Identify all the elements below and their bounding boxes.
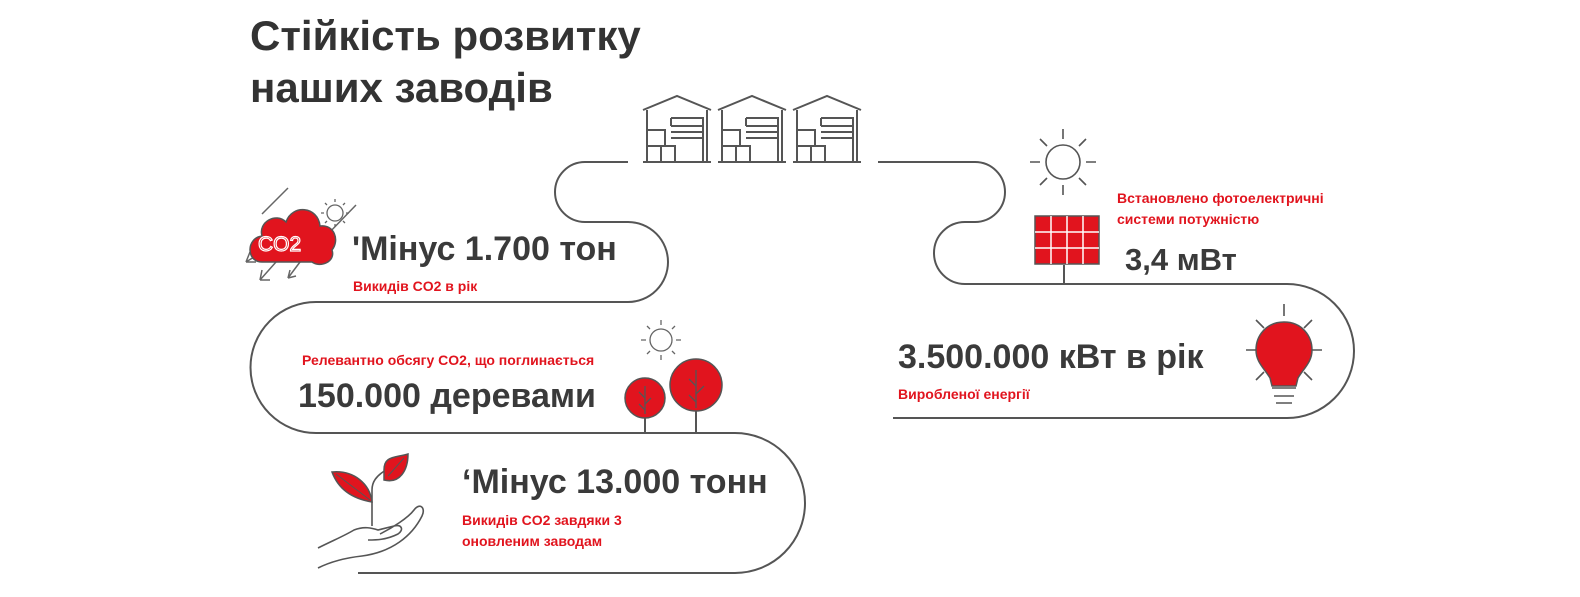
winding-path bbox=[249, 161, 1355, 574]
stat5-value: 3.500.000 кВт в рік bbox=[898, 338, 1204, 376]
stat4-label-line-1: Встановлено фотоелектричні bbox=[1117, 190, 1324, 206]
sun-icon bbox=[1030, 129, 1096, 195]
stat4-value: 3,4 мВт bbox=[1125, 242, 1237, 277]
co2-cloud-icon: CO2 bbox=[245, 187, 357, 281]
page-title: Стійкість розвитку наших заводів bbox=[250, 10, 641, 114]
warehouse-icon bbox=[717, 94, 787, 163]
co2-text: CO2 bbox=[258, 233, 301, 256]
stat2-value: 150.000 деревами bbox=[298, 377, 596, 415]
stat4-label: Встановлено фотоелектричні системи потуж… bbox=[1117, 188, 1324, 230]
stat1-label: Викидів CO2 в рік bbox=[353, 278, 478, 294]
stat5-label: Виробленої енергії bbox=[898, 386, 1030, 402]
stat1-value: 'Мінус 1.700 тон bbox=[352, 230, 617, 268]
warehouse-icon bbox=[792, 94, 862, 163]
trees-icon bbox=[624, 320, 723, 434]
title-line-2: наших заводів bbox=[250, 64, 553, 111]
warehouse-icons bbox=[642, 94, 862, 163]
light-bulb-icon bbox=[1246, 304, 1322, 404]
stat3-label-line-1: Викидів CO2 завдяки 3 bbox=[462, 512, 622, 528]
stat2-label: Релевантно обсягу CO2, що поглинається bbox=[302, 352, 595, 368]
stat3-value: ‘Мінус 13.000 тонн bbox=[462, 463, 768, 501]
sun-icon-small bbox=[641, 320, 681, 360]
warehouse-icon bbox=[642, 94, 712, 163]
plant-in-hand-icon bbox=[317, 453, 425, 569]
solar-panel-icon bbox=[1034, 215, 1100, 285]
stat4-label-line-2: системи потужністю bbox=[1117, 211, 1260, 227]
stat3-label-line-2: оновленим заводам bbox=[462, 533, 603, 549]
sun-icon-small bbox=[321, 199, 349, 227]
stat3-label: Викидів CO2 завдяки 3 оновленим заводам bbox=[462, 510, 622, 552]
title-line-1: Стійкість розвитку bbox=[250, 12, 641, 59]
